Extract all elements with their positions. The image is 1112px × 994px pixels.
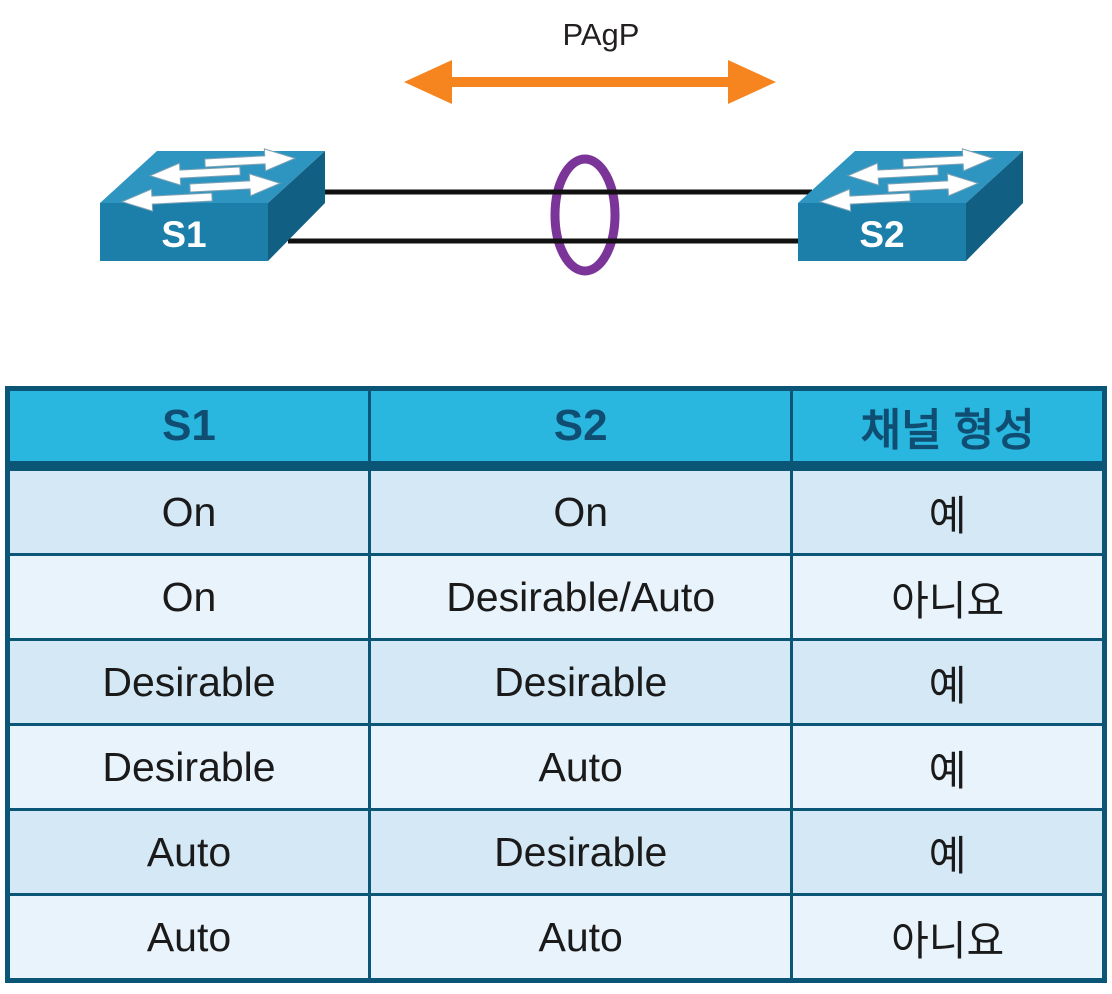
cell-s1-mode: On (6, 553, 371, 641)
cell-channel-result: 아니요 (790, 893, 1106, 982)
cell-s1-mode: Auto (6, 808, 371, 896)
cell-channel-result: 예 (790, 638, 1106, 726)
table-row: On On 예 (6, 464, 1106, 556)
cell-s1-mode: On (6, 464, 371, 556)
pagp-mode-table: S1 S2 채널 형성 On On 예 On Desirable/Auto 아니… (5, 386, 1107, 983)
column-header-channel-formation: 채널 형성 (790, 387, 1106, 471)
table-row: Auto Auto 아니요 (6, 893, 1106, 982)
cell-s2-mode: Desirable (367, 638, 794, 726)
table-row: Auto Desirable 예 (6, 808, 1106, 896)
pagp-arrow-icon (404, 60, 776, 104)
cell-s2-mode: Auto (367, 723, 794, 811)
pagp-label: PAgP (563, 17, 640, 52)
cell-s1-mode: Desirable (6, 723, 371, 811)
table-row: On Desirable/Auto 아니요 (6, 553, 1106, 641)
network-diagram: PAgP S1 S2 (0, 17, 1112, 276)
cell-channel-result: 예 (790, 808, 1106, 896)
table-row: Desirable Auto 예 (6, 723, 1106, 811)
cell-s1-mode: Auto (6, 893, 371, 982)
column-header-s1: S1 (6, 387, 371, 471)
cell-s2-mode: Auto (367, 893, 794, 982)
column-header-s2: S2 (367, 387, 794, 471)
cell-channel-result: 예 (790, 723, 1106, 811)
link-lines (288, 189, 812, 244)
switch-s2-label: S2 (859, 214, 904, 255)
cell-s2-mode: Desirable/Auto (367, 553, 794, 641)
switch-s2-icon: S2 (798, 147, 1023, 261)
switch-s1-label: S1 (161, 214, 206, 255)
cell-s2-mode: On (367, 464, 794, 556)
cell-s2-mode: Desirable (367, 808, 794, 896)
table-row: Desirable Desirable 예 (6, 638, 1106, 726)
pagp-mode-table-container: S1 S2 채널 형성 On On 예 On Desirable/Auto 아니… (5, 386, 1107, 983)
switch-s1-icon: S1 (100, 147, 325, 261)
header-row: S1 S2 채널 형성 (6, 387, 1106, 471)
cell-channel-result: 아니요 (790, 553, 1106, 641)
cell-channel-result: 예 (790, 464, 1106, 556)
cell-s1-mode: Desirable (6, 638, 371, 726)
etherchannel-oval-icon (550, 154, 620, 276)
